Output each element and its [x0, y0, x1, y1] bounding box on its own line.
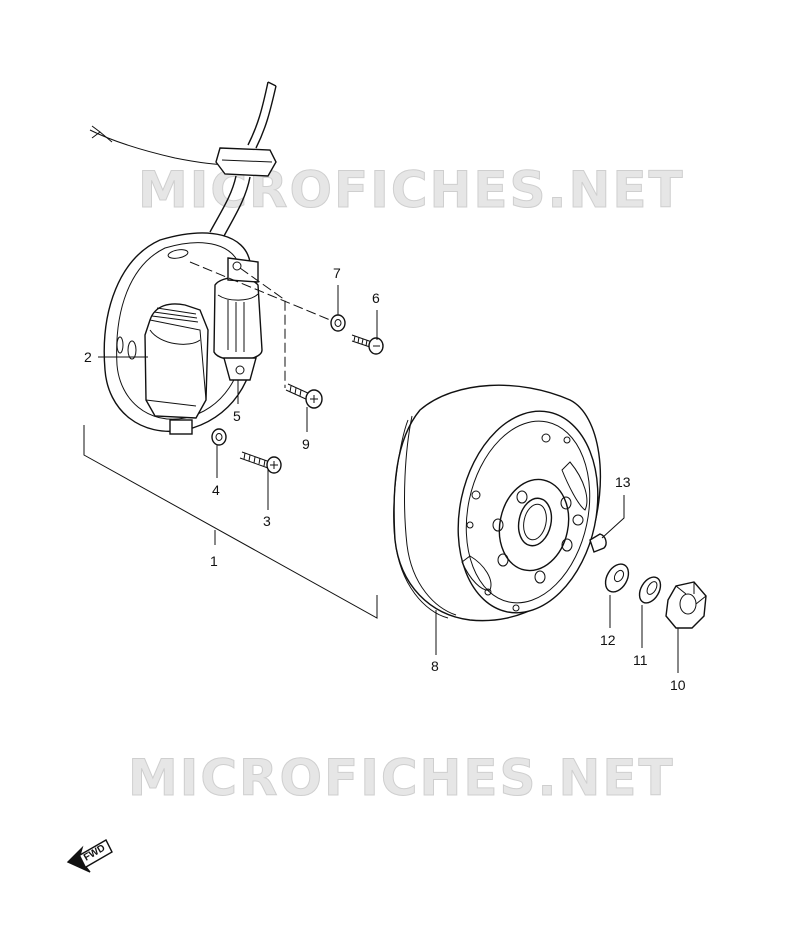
charging-coil	[213, 276, 263, 361]
callout-9: 9	[302, 436, 310, 452]
washer-12	[604, 563, 630, 593]
coil-mount	[169, 419, 193, 435]
callout-3: 3	[263, 513, 271, 529]
flywheel-rotor	[393, 384, 602, 622]
wire-harness	[247, 81, 269, 146]
callout-12: 12	[600, 632, 616, 648]
callout-7: 7	[333, 265, 341, 281]
callout-13: 13	[615, 474, 631, 490]
washer-7	[330, 314, 346, 332]
lock-washer-11	[638, 576, 662, 604]
ground-wire	[89, 129, 233, 166]
callout-4: 4	[212, 482, 220, 498]
grommet	[215, 147, 277, 177]
leader-lines	[83, 285, 679, 673]
screw-6	[351, 334, 384, 355]
fwd-arrow-icon: FWD	[66, 839, 113, 873]
callout-10: 10	[670, 677, 686, 693]
callout-1: 1	[210, 553, 218, 569]
watermark-bottom: MICROFICHES.NET	[128, 749, 675, 807]
callout-5: 5	[233, 408, 241, 424]
rotor-hub	[517, 497, 553, 547]
screw-9	[285, 383, 323, 409]
screw-3	[239, 451, 282, 474]
stator-assembly	[89, 81, 336, 435]
centerline-screw-6	[189, 261, 336, 323]
callout-8: 8	[431, 658, 439, 674]
callout-6: 6	[372, 290, 380, 306]
washer-4	[211, 428, 227, 446]
pulser-coil	[144, 303, 209, 419]
watermark-top: MICROFICHES.NET	[138, 161, 685, 219]
centerline-screw-9	[239, 267, 286, 388]
nut-10	[665, 581, 707, 629]
callout-11: 11	[633, 652, 648, 668]
callout-2: 2	[84, 349, 92, 365]
woodruff-key-13	[589, 533, 607, 553]
